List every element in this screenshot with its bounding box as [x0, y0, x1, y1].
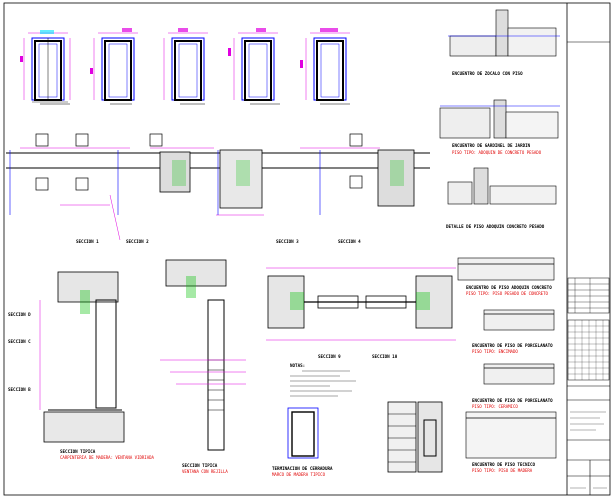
title-block-table — [567, 277, 610, 314]
door-elevations — [20, 28, 350, 105]
door-elevation-5 — [300, 28, 350, 101]
right-detail-title-3: DETALLE DE PISO ADOQUIN CONCRETO PESADO — [446, 224, 545, 229]
right-detail-subtitle-2: PISO TIPO: ADOQUIN DE CONCRETO PESADO — [452, 150, 542, 155]
section-mark-c: SECCION C — [8, 339, 31, 344]
plan-section-label-1: SECCION 1 — [76, 239, 99, 244]
mid-section-subtitle: VENTANA CON REJILLA — [182, 469, 228, 474]
window-section-label-9: SECCION 9 — [318, 354, 341, 359]
right-detail-title-6: ENCUENTRO DE PISO DE PORCELANATO — [472, 398, 553, 403]
section-mark-b: SECCION B — [8, 387, 31, 392]
right-detail-title-4: ENCUENTRO DE PISO ADOQUIN CONCRETO — [466, 285, 552, 290]
sheet-border — [3, 2, 611, 496]
window-vertical-section: SECCION D SECCION C SECCION B SECCION TI… — [8, 271, 155, 460]
plan-section-label-4: SECCION 4 — [338, 239, 361, 244]
small-detail-subtitle: MARCO DE MADERA TIPICO — [272, 472, 326, 477]
right-detail-title-1: ENCUENTRO DE ZOCALO CON PISO — [452, 71, 523, 76]
right-detail-subtitle-4: PISO TIPO: PISO PESADO DE CONCRETO — [466, 291, 548, 296]
right-details: ENCUENTRO DE ZOCALO CON PISO ENCUENTRO D… — [439, 9, 560, 473]
plan-section-label-3: SECCION 3 — [276, 239, 299, 244]
left-section-title: SECCION TIPICA — [60, 449, 96, 454]
plan-sections: SECCION 1 SECCION 2 SECCION 3 SECCION 4 — [6, 133, 430, 244]
small-door-detail: TERMINACION DE CERRADURA MARCO DE MADERA… — [272, 407, 333, 477]
small-detail-title: TERMINACION DE CERRADURA — [272, 466, 333, 471]
door-elevation-2 — [90, 28, 138, 101]
right-detail-subtitle-7: PISO TIPO: PISO DE MADERA — [472, 468, 533, 473]
window-horizontal-section: SECCION 9 SECCION 10 — [266, 267, 456, 359]
right-detail-title-2: ENCUENTRO DE GARDINEL DE JARDIN — [452, 143, 531, 148]
door-elevation-1 — [20, 30, 71, 103]
right-detail-title-7: ENCUENTRO DE PISO TECNICO — [472, 462, 536, 467]
door-elevation-3 — [163, 28, 208, 101]
notes-block: NOTAS: — [290, 363, 356, 397]
mid-section-title: SECCION TIPICA — [182, 463, 218, 468]
right-detail-subtitle-5: PISO TIPO: ENCIMADO — [472, 349, 518, 354]
section-mark-d: SECCION D — [8, 312, 31, 317]
left-section-subtitle: CARPINTERIA DE MADERA: VENTANA VIDRIADA — [60, 455, 155, 460]
door-elevation-4 — [228, 28, 278, 101]
block-wall-detail — [387, 401, 443, 473]
notes-heading: NOTAS: — [290, 363, 305, 368]
plan-section-label-2: SECCION 2 — [126, 239, 149, 244]
right-detail-title-5: ENCUENTRO DE PISO DE PORCELANATO — [472, 343, 553, 348]
right-detail-subtitle-6: PISO TIPO: CERAMICO — [472, 404, 518, 409]
title-block — [567, 41, 610, 495]
grille-vertical-section: SECCION TIPICA VENTANA CON REJILLA — [160, 259, 246, 474]
window-section-label-10: SECCION 10 — [372, 354, 398, 359]
